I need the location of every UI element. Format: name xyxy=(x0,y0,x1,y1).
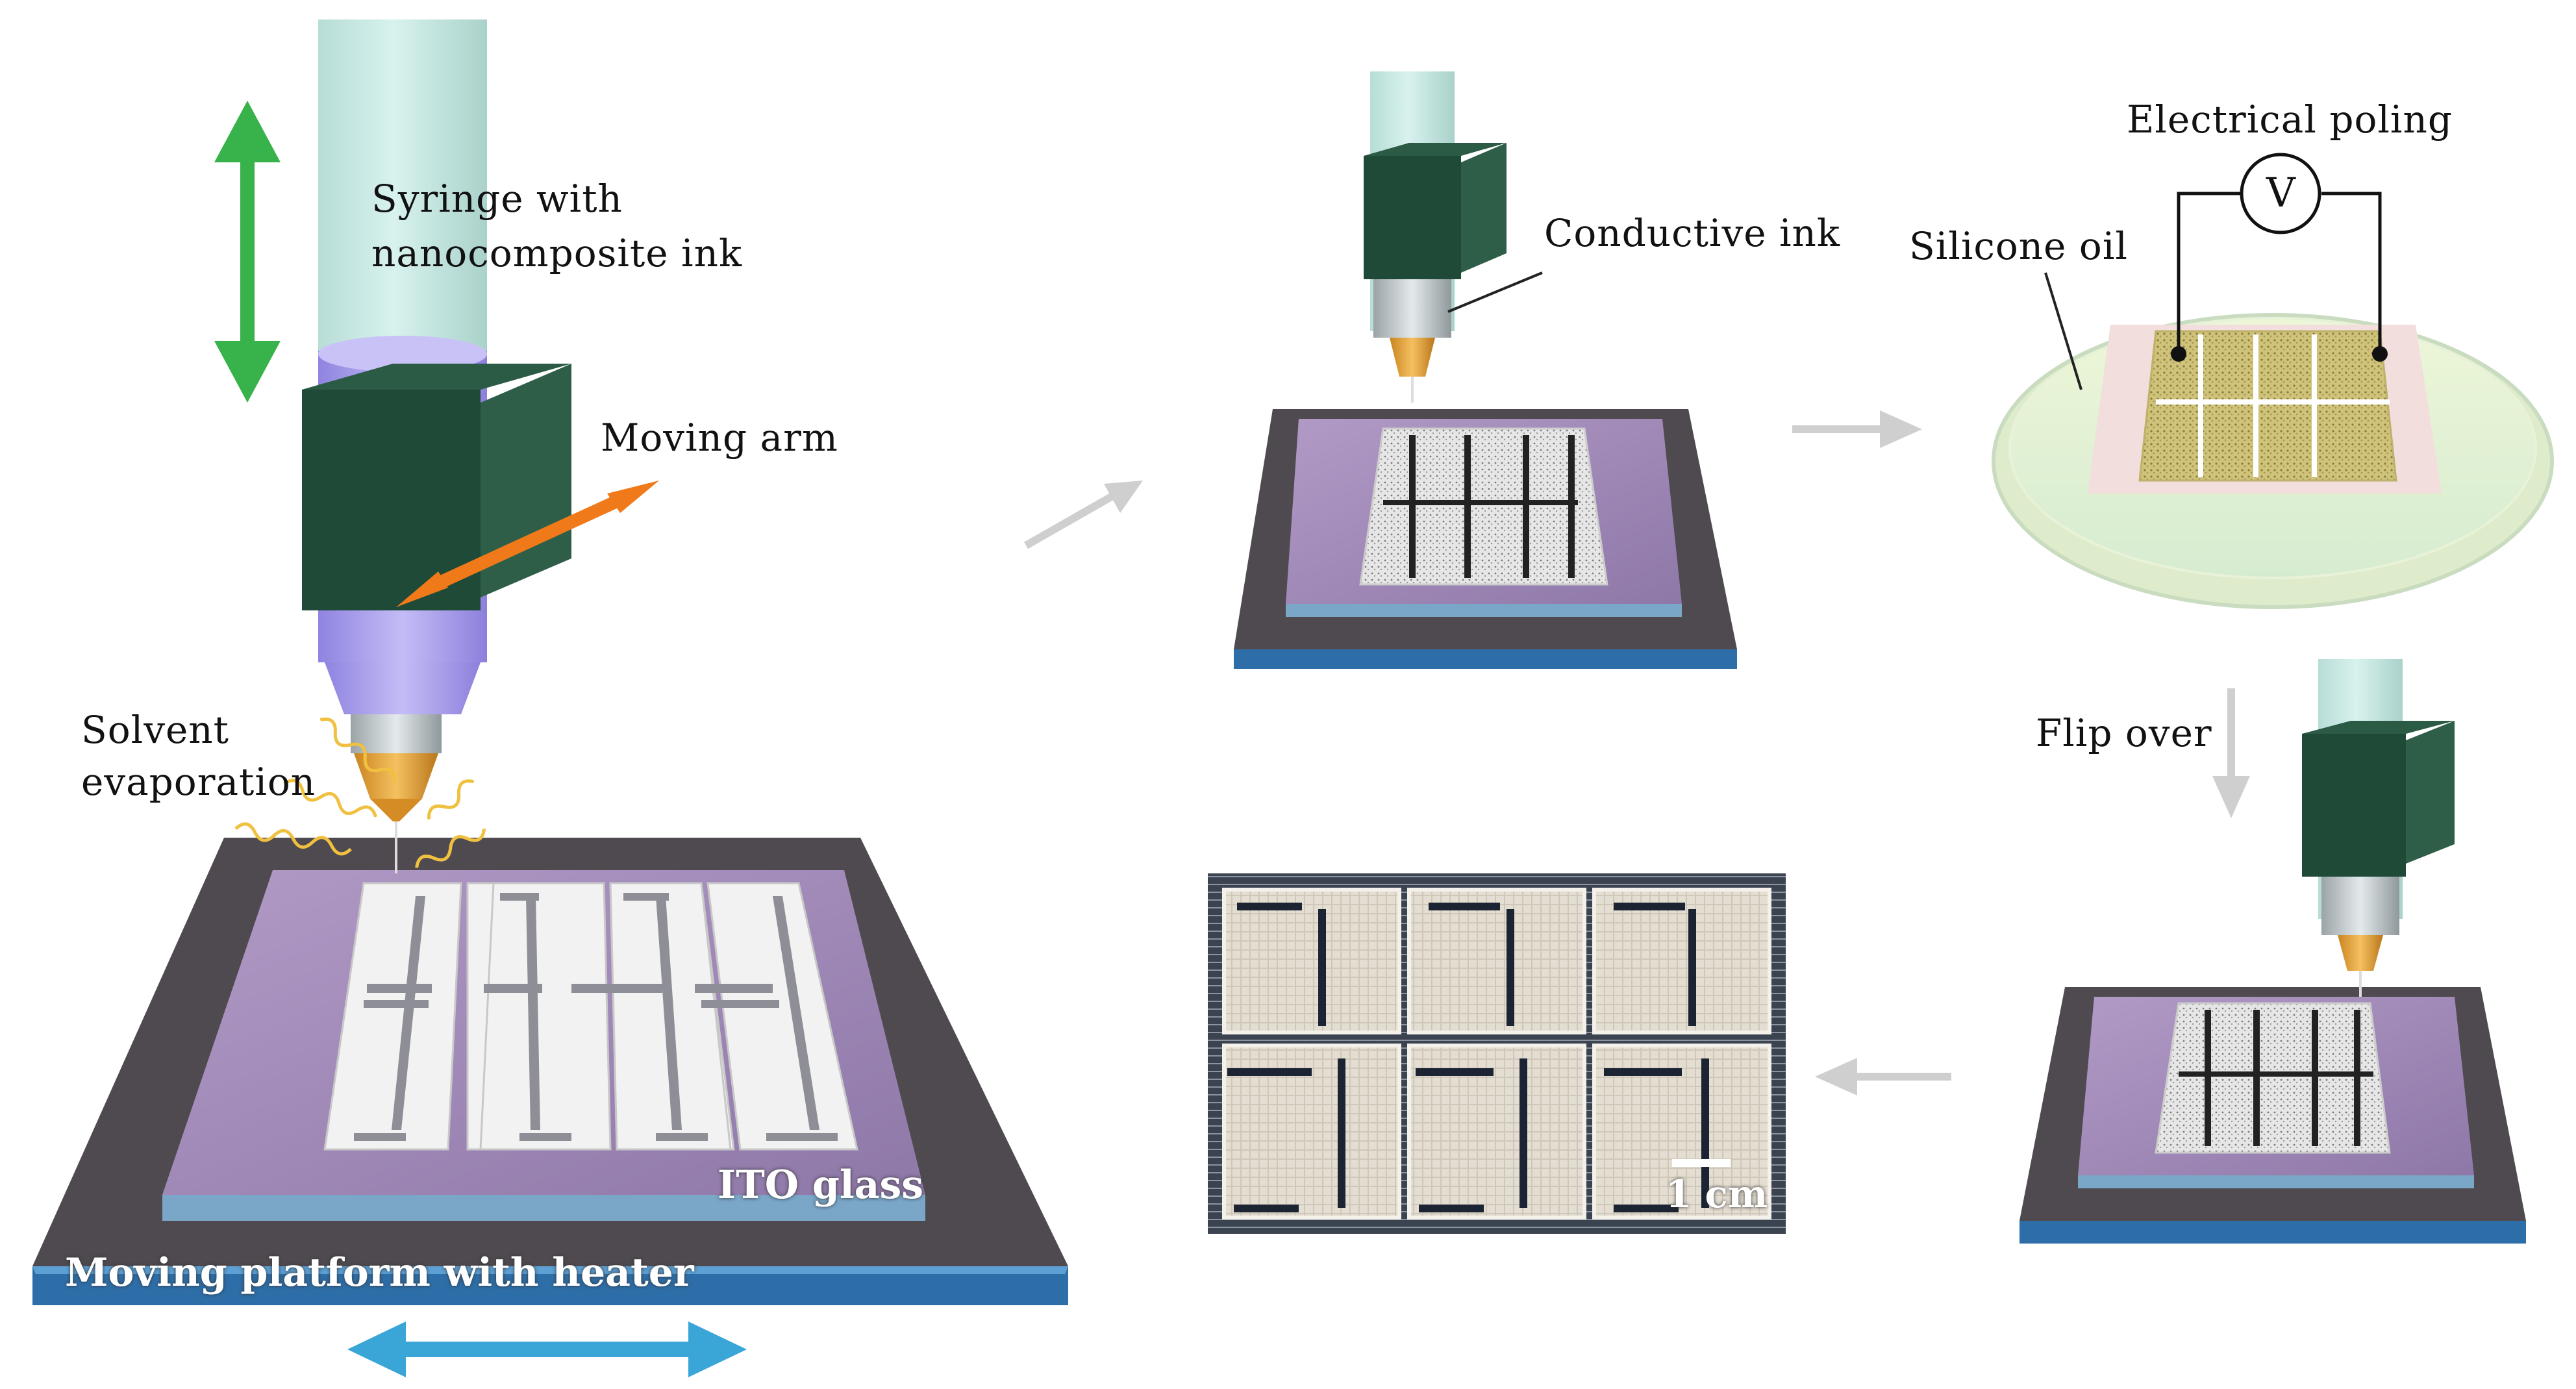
syringe-label-line2: nanocomposite ink xyxy=(371,231,743,275)
syringe-small-conductive xyxy=(1364,71,1507,403)
solvent-evaporation-squiggles xyxy=(234,718,486,868)
panel-flip-over-print xyxy=(2020,659,2526,1244)
syringe-label-line1: Syringe with xyxy=(371,177,623,221)
right-electrode-contact xyxy=(2372,346,2388,362)
silicone-oil-label: Silicone oil xyxy=(1909,224,2128,268)
arrow-down-icon xyxy=(2212,688,2250,818)
conductive-ink-label: Conductive ink xyxy=(1544,211,1841,255)
platform-label: Moving platform with heater xyxy=(65,1250,694,1295)
panel-conductive-ink xyxy=(1234,71,1737,669)
left-electrode-contact xyxy=(2171,346,2186,362)
poled-electrode-pattern xyxy=(2138,330,2397,482)
voltmeter-label: V xyxy=(2266,169,2296,216)
panel-electrical-poling xyxy=(1992,153,2554,609)
poling-circuit xyxy=(2177,192,2382,354)
electrode-pattern-printed xyxy=(1359,427,1608,586)
silicone-oil-leader-line xyxy=(2044,272,2082,390)
process-flow-arrows xyxy=(1024,410,2250,1095)
arrow-left-icon xyxy=(1815,1058,1951,1095)
conductive-ink-leader-line xyxy=(1447,271,1543,313)
vertical-motion-double-arrow-icon xyxy=(214,101,281,403)
printed-electrode-pattern xyxy=(323,882,858,1151)
scale-bar xyxy=(1672,1159,1731,1167)
flip-over-label: Flip over xyxy=(2036,711,2212,755)
platform-motion-double-arrow-icon xyxy=(347,1321,747,1377)
scale-bar-label: 1 cm xyxy=(1666,1172,1768,1216)
arrow-right-icon xyxy=(1792,410,1922,448)
voltmeter-icon xyxy=(2240,153,2321,234)
solvent-label-line2: evaporation xyxy=(81,760,316,804)
electrical-poling-label: Electrical poling xyxy=(2127,97,2453,142)
panel-print-nanocomposite xyxy=(32,19,1068,1377)
solvent-label-line1: Solvent xyxy=(81,708,229,752)
moving-arm-label: Moving arm xyxy=(601,416,838,460)
arm-motion-double-arrow-icon xyxy=(396,481,659,607)
syringe-small-flip xyxy=(2302,659,2455,997)
ito-glass-label: ITO glass xyxy=(718,1162,924,1208)
arrow-right-icon xyxy=(1024,481,1143,549)
device-photo xyxy=(1162,821,1786,1283)
